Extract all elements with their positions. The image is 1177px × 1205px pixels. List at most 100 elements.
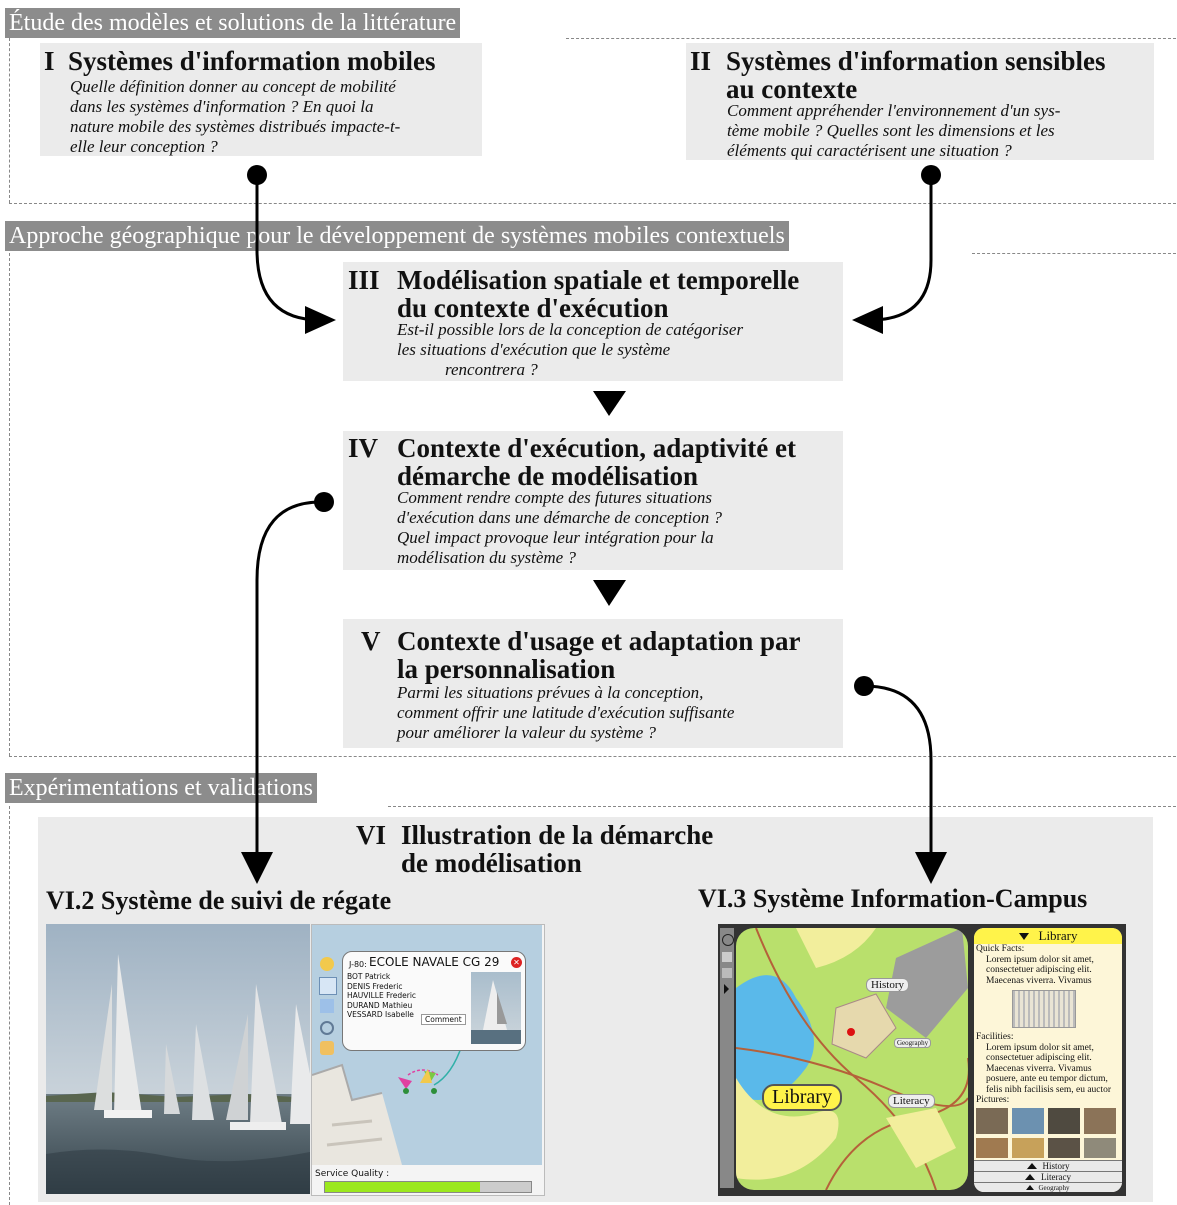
- map-tool-sun-icon[interactable]: [320, 957, 334, 971]
- picture-thumbnail[interactable]: [1012, 1107, 1044, 1134]
- picture-thumbnail[interactable]: [1048, 1107, 1080, 1134]
- box-v-number: V: [361, 626, 381, 656]
- comment-button[interactable]: Comment: [421, 1014, 466, 1025]
- campus-toolbar: [720, 928, 734, 1188]
- tab-literacy[interactable]: Literacy: [974, 1171, 1122, 1182]
- arrow-iii-to-iv: [593, 391, 626, 416]
- map-label-literacy[interactable]: Literacy: [888, 1094, 935, 1108]
- box-v-title: Contexte d'usage et adaptation par la pe…: [397, 627, 801, 683]
- box-iv: IV Contexte d'exécution, adaptivité et d…: [343, 431, 843, 570]
- map-tool-fullscreen-icon[interactable]: [320, 999, 334, 1013]
- campus-layers-icon[interactable]: [722, 952, 732, 962]
- box-iii-title-line: du contexte d'exécution: [397, 293, 669, 323]
- subtitle-campus: VI.3 Système Information-Campus: [698, 884, 1088, 913]
- map-tool-hand-icon[interactable]: [320, 1041, 334, 1055]
- arrow-iv-to-v: [593, 580, 626, 606]
- tab-history[interactable]: History: [974, 1160, 1122, 1171]
- service-quality-fill: [325, 1182, 480, 1192]
- box-iv-question-line: modélisation du système ?: [397, 548, 576, 567]
- box-iv-question-line: d'exécution dans une démarche de concept…: [397, 508, 722, 527]
- facilities-line: Maecenas viverra. Vivamus: [986, 1063, 1092, 1074]
- map-tool-zoom-icon[interactable]: [320, 1021, 334, 1035]
- map-label-history[interactable]: History: [866, 978, 909, 992]
- arrowhead-into-regate: [241, 852, 273, 884]
- connector-box-ii-to-iii: [869, 175, 933, 322]
- connector-box-v-to-campus: [863, 684, 933, 860]
- box-iii-title: Modélisation spatiale et temporelle du c…: [397, 266, 799, 322]
- facilities-line: Lorem ipsum dolor sit amet,: [986, 1042, 1094, 1053]
- tab-literacy-icon: [1025, 1174, 1035, 1180]
- box-ii-question-line: éléments qui caractérisent une situation…: [727, 141, 1012, 160]
- box-iii-question-line: rencontrera ?: [445, 360, 538, 379]
- section-label-etude: Étude des modèles et solutions de la lit…: [5, 8, 461, 38]
- picture-thumbnail[interactable]: [976, 1137, 1008, 1158]
- service-quality-label: Service Quality :: [315, 1169, 390, 1179]
- quick-facts-line: Lorem ipsum dolor sit amet,: [986, 954, 1094, 965]
- box-i-title-line: Systèmes d'information mobiles: [68, 46, 436, 76]
- box-iii-number: III: [348, 265, 380, 295]
- box-ii-title: Systèmes d'information sensibles au cont…: [726, 47, 1106, 103]
- crew-member: DENIS Frederic: [347, 981, 403, 991]
- facilities-line: posuere, ante eu tempor dictum,: [986, 1074, 1108, 1084]
- boat-thumbnail: [471, 972, 521, 1044]
- box-iii-question-line: Est-il possible lors de la conception de…: [397, 320, 744, 339]
- boat-class: J-80:: [349, 960, 367, 969]
- tab-geography[interactable]: Geography: [974, 1182, 1122, 1192]
- box-v-question-line: Parmi les situations prévues à la concep…: [397, 683, 704, 702]
- separator-s1-left: [9, 38, 10, 203]
- map-label-geography[interactable]: Geography: [894, 1038, 932, 1048]
- boat-name: ECOLE NAVALE CG 29: [369, 955, 500, 969]
- regate-app: J-80: ECOLE NAVALE CG 29 ✕ BOT Patrick D…: [311, 924, 545, 1196]
- tab-geography-label: Geography: [1038, 1184, 1070, 1192]
- box-v: V Contexte d'usage et adaptation par la …: [343, 619, 843, 748]
- picture-thumbnail[interactable]: [976, 1107, 1008, 1134]
- box-vi-title-line: de modélisation: [401, 848, 582, 878]
- library-panel-header[interactable]: Library: [974, 928, 1122, 944]
- close-icon[interactable]: ✕: [511, 957, 522, 968]
- crew-member: HAUVILLE Frederic: [347, 991, 417, 1000]
- box-ii-title-line: au contexte: [726, 74, 858, 104]
- box-ii: II Systèmes d'information sensibles au c…: [686, 43, 1154, 160]
- map-label-library[interactable]: Library: [762, 1084, 842, 1111]
- tab-history-label: History: [1042, 1161, 1070, 1171]
- quick-facts-label: Quick Facts:: [976, 944, 1025, 954]
- picture-thumbnail[interactable]: [1048, 1137, 1080, 1158]
- box-v-question-line: comment offrir une latitude d'exécution …: [397, 703, 735, 722]
- box-ii-question-line: Comment appréhender l'environnement d'un…: [727, 101, 1061, 120]
- subtitle-regate: VI.2 Système de suivi de régate: [46, 886, 392, 915]
- picture-thumbnail[interactable]: [1084, 1107, 1116, 1134]
- boat-popup: J-80: ECOLE NAVALE CG 29 ✕ BOT Patrick D…: [342, 951, 526, 1051]
- map-tool-rotate-icon[interactable]: [319, 977, 337, 995]
- arrowhead-into-iii-left: [305, 306, 336, 334]
- separator-s2-top: [972, 253, 1176, 254]
- arrowhead-into-campus: [915, 852, 947, 884]
- box-i-number: I: [44, 46, 55, 76]
- campus-fullscreen-icon[interactable]: [722, 968, 732, 978]
- separator-s1-bottom: [9, 203, 1176, 204]
- box-v-question-line: pour améliorer la valeur du système ?: [397, 723, 657, 742]
- quick-facts-line: consectetuer adipiscing elit.: [986, 965, 1092, 975]
- separator-s2-bottom: [9, 756, 1176, 757]
- box-vi-title-line: Illustration de la démarche: [401, 820, 714, 850]
- box-i-question-line: nature mobile des systèmes distribués im…: [70, 117, 401, 136]
- box-ii-title-line: Systèmes d'information sensibles: [726, 46, 1106, 76]
- box-vi-number: VI: [356, 820, 387, 850]
- box-i-title: Systèmes d'information mobiles: [68, 47, 436, 75]
- box-iv-question-line: Comment rendre compte des futures situat…: [397, 488, 712, 507]
- box-ii-question-line: tème mobile ? Quelles sont les dimension…: [727, 121, 1055, 140]
- campus-pointer-icon[interactable]: [724, 984, 729, 994]
- box-iii: III Modélisation spatiale et temporelle …: [343, 262, 843, 381]
- crew-member: DURAND Mathieu: [347, 1000, 413, 1010]
- crew-member: VESSARD Isabelle: [347, 1010, 414, 1019]
- picture-thumbnail[interactable]: [1084, 1137, 1116, 1158]
- campus-map: [736, 928, 968, 1190]
- regate-photo: [46, 924, 310, 1194]
- pictures-label: Pictures:: [976, 1095, 1010, 1105]
- connector-box-iv-to-regate: [255, 500, 325, 860]
- box-vi-title: Illustration de la démarche de modélisat…: [401, 821, 713, 877]
- service-quality-bar: [324, 1181, 532, 1193]
- campus-zoom-icon[interactable]: [722, 934, 734, 946]
- box-i-question-line: elle leur conception ?: [70, 137, 218, 156]
- picture-thumbnail[interactable]: [1012, 1137, 1044, 1158]
- separator-s2-left: [9, 253, 10, 756]
